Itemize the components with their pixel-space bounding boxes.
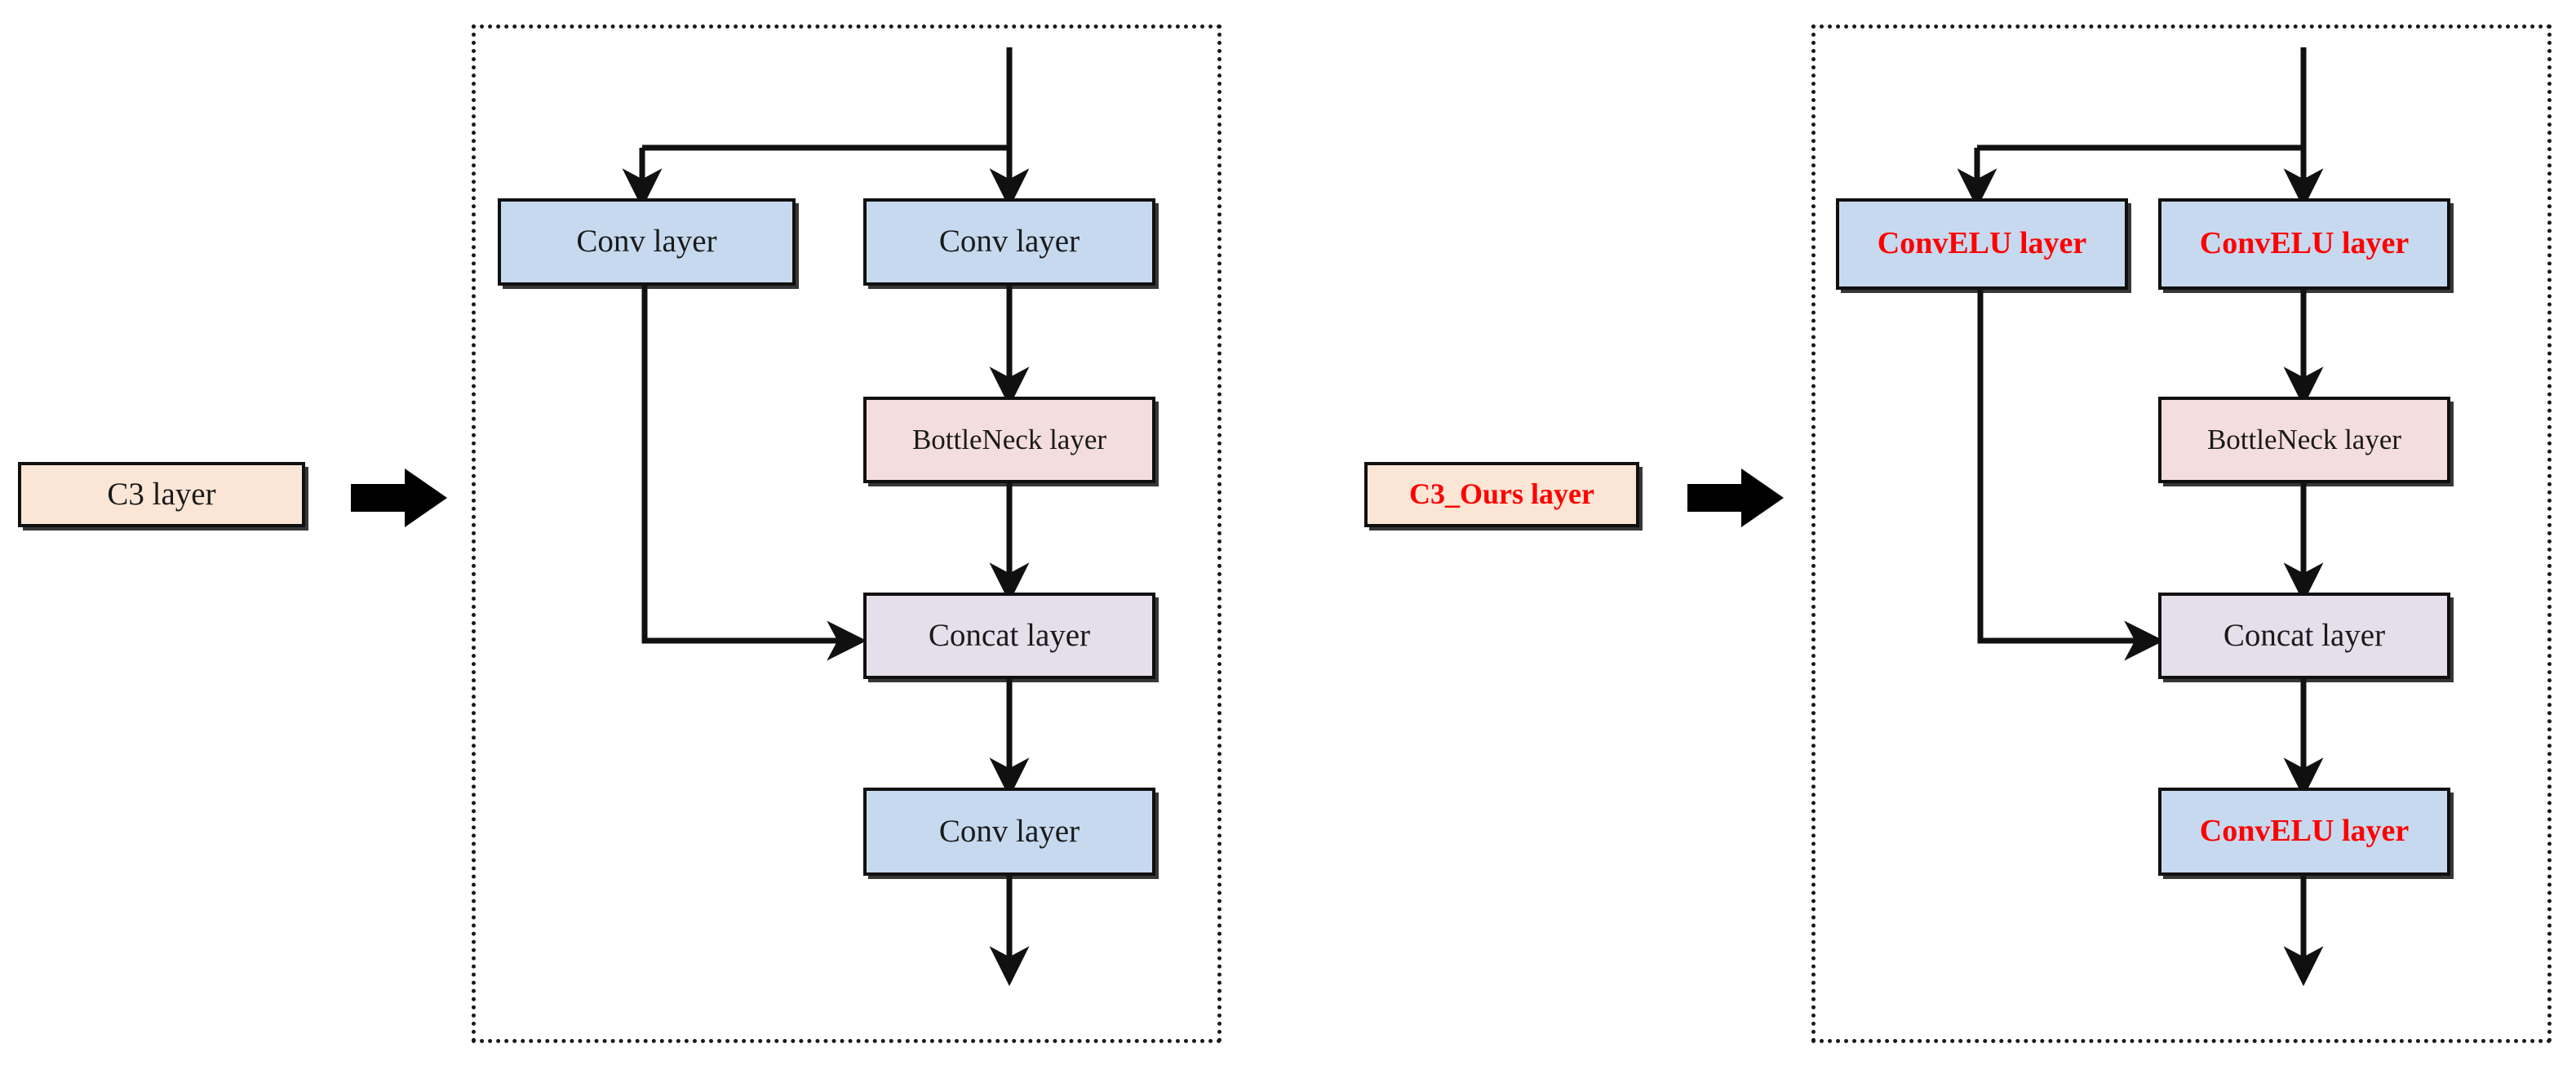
node-concat-layer[interactable]: Concat layer bbox=[2158, 593, 2450, 679]
node-conv-layer-main[interactable]: Conv layer bbox=[863, 198, 1155, 286]
entry-node-label: C3_Ours layer bbox=[1409, 477, 1594, 511]
entry-node-label: C3 layer bbox=[107, 476, 216, 512]
node-conv-layer-branch[interactable]: Conv layer bbox=[498, 198, 796, 286]
node-concat-layer[interactable]: Concat layer bbox=[863, 593, 1155, 679]
node-label: ConvELU layer bbox=[2199, 814, 2410, 849]
block-right-arrow-right-panel bbox=[1687, 468, 1784, 527]
node-bottleneck-layer[interactable]: BottleNeck layer bbox=[863, 397, 1155, 483]
node-convelu-layer-branch[interactable]: ConvELU layer bbox=[1836, 198, 2128, 290]
node-conv-layer-output[interactable]: Conv layer bbox=[863, 788, 1155, 876]
node-bottleneck-layer[interactable]: BottleNeck layer bbox=[2158, 397, 2450, 483]
node-label: ConvELU layer bbox=[2199, 226, 2410, 261]
entry-node-c3-layer[interactable]: C3 layer bbox=[18, 462, 305, 527]
node-convelu-layer-output[interactable]: ConvELU layer bbox=[2158, 788, 2450, 876]
node-label: Conv layer bbox=[938, 813, 1080, 849]
node-convelu-layer-main[interactable]: ConvELU layer bbox=[2158, 198, 2450, 290]
node-label: Conv layer bbox=[938, 224, 1080, 260]
node-label: ConvELU layer bbox=[1877, 226, 2087, 261]
node-label: Concat layer bbox=[2223, 617, 2386, 653]
node-label: Concat layer bbox=[928, 617, 1091, 653]
node-label: BottleNeck layer bbox=[2206, 423, 2402, 455]
block-right-arrow-left-panel bbox=[351, 468, 447, 527]
node-label: Conv layer bbox=[576, 224, 717, 260]
group-container-c3-ours bbox=[1811, 24, 2552, 1043]
entry-node-c3-ours-layer[interactable]: C3_Ours layer bbox=[1364, 462, 1639, 527]
node-label: BottleNeck layer bbox=[911, 423, 1107, 455]
group-container-c3 bbox=[472, 24, 1221, 1043]
